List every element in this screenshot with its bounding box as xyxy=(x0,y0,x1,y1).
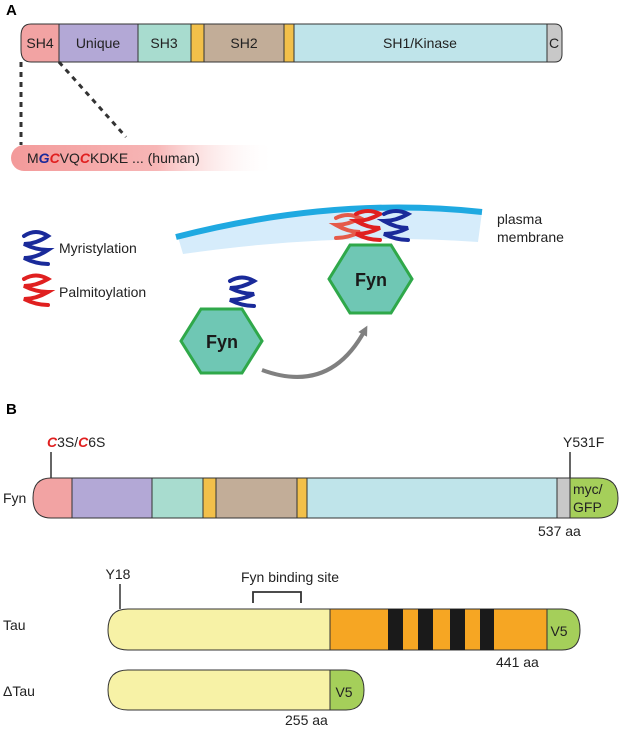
fyn-c-terminal xyxy=(556,477,571,519)
fyn-unique-domain xyxy=(71,477,153,519)
sh3-domain xyxy=(137,23,192,63)
fyn-hexagon-membrane: Fyn xyxy=(327,243,414,315)
fyn-sh2-domain xyxy=(215,477,298,519)
myristyl-anchor-membrane xyxy=(376,209,413,242)
kinase-domain xyxy=(293,23,548,63)
tag-label-line-2: GFP xyxy=(573,499,602,515)
seq-g: G xyxy=(39,150,50,166)
sh4-domain xyxy=(20,23,60,63)
fyn-sh3-domain xyxy=(151,477,204,519)
fyn-linker-2 xyxy=(296,477,308,519)
membrane-label-2: membrane xyxy=(497,229,564,245)
tau-v5-label: V5 xyxy=(550,623,567,639)
fyn-linker-1 xyxy=(202,477,217,519)
seq-c1: C xyxy=(50,150,61,166)
tau-length-label: 441 aa xyxy=(496,654,539,670)
fyn-label-membrane: Fyn xyxy=(355,270,387,290)
kinase-label: SH1/Kinase xyxy=(383,35,457,51)
seq-rest: KDKE ... (human) xyxy=(90,150,200,166)
fyn-sh4-domain xyxy=(32,477,73,519)
translocation-arrow xyxy=(261,325,368,379)
zoom-line-right xyxy=(57,61,128,138)
fyn-hexagon-cytosolic: Fyn xyxy=(179,307,264,375)
mutation-right-label: Y531F xyxy=(563,434,604,450)
c-terminal-label: C xyxy=(549,35,559,51)
tau-n-terminal-region xyxy=(107,608,331,651)
dtau-v5-label: V5 xyxy=(335,684,352,700)
tau-repeat-stripe-2 xyxy=(418,609,433,650)
tau-v5-tag xyxy=(546,608,581,651)
fyn-domain-diagram: SH4 Unique SH3 SH2 SH1/Kinase C xyxy=(20,23,563,63)
sequence-bar: MGCVQCKDKE ... (human) xyxy=(11,145,276,171)
sh2-label: SH2 xyxy=(230,35,257,51)
unique-domain xyxy=(58,23,139,63)
seq-c2: C xyxy=(80,150,91,166)
membrane-body xyxy=(178,208,482,254)
fyn-kinase-domain xyxy=(306,477,558,519)
dtau-row-label: ΔTau xyxy=(3,683,35,699)
tau-repeat-stripe-1 xyxy=(388,609,403,650)
svg-text:MGCVQCKDKE ... (human): MGCVQCKDKE ... (human) xyxy=(27,150,200,166)
linker-1 xyxy=(190,23,205,63)
tau-repeat-stripe-3 xyxy=(450,609,465,650)
panel-b-label: B xyxy=(6,401,17,418)
unique-label: Unique xyxy=(76,35,121,51)
membrane-label-1: plasma xyxy=(497,211,542,227)
binding-site-label: Fyn binding site xyxy=(241,569,339,585)
sh3-label: SH3 xyxy=(150,35,177,51)
myristyl-anchor-cytosolic xyxy=(228,275,258,308)
myc-gfp-tag xyxy=(569,477,619,519)
mutation-left-label: C3S/C6S xyxy=(47,434,105,450)
myristylation-icon xyxy=(22,230,55,266)
plasma-membrane: plasma membrane xyxy=(175,204,564,254)
y18-label: Y18 xyxy=(106,566,131,582)
fyn-length-label: 537 aa xyxy=(538,523,581,539)
sh4-label: SH4 xyxy=(26,35,53,51)
dtau-length-label: 255 aa xyxy=(285,712,328,728)
dtau-construct: V5 xyxy=(107,669,365,711)
seq-mid: VQ xyxy=(60,150,80,166)
fyn-label-cytosolic: Fyn xyxy=(206,332,238,352)
palmitoyl-anchor-2 xyxy=(348,209,385,242)
c-terminal-domain xyxy=(546,23,563,63)
fyn-row-label: Fyn xyxy=(3,490,26,506)
seq-m: M xyxy=(27,150,39,166)
myristylation-label: Myristylation xyxy=(59,240,137,256)
tau-repeat-region xyxy=(329,608,548,651)
membrane-top xyxy=(175,204,483,240)
palmitoyl-anchor-1 xyxy=(328,213,365,240)
fyn-construct: myc/ GFP xyxy=(32,477,619,519)
tau-repeat-stripe-4 xyxy=(480,609,494,650)
sh2-domain xyxy=(203,23,285,63)
palmitoylation-label: Palmitoylation xyxy=(59,284,146,300)
legend: Myristylation Palmitoylation xyxy=(22,230,146,307)
tau-construct: V5 xyxy=(107,608,581,651)
membrane-lipid-anchors xyxy=(328,209,413,242)
dtau-n-terminal-region xyxy=(107,669,331,711)
tau-row-label: Tau xyxy=(3,617,26,633)
panel-a-label: A xyxy=(6,2,17,19)
dtau-v5-tag xyxy=(329,669,365,711)
palmitoylation-icon xyxy=(22,273,56,307)
tag-label-line-1: myc/ xyxy=(573,481,603,497)
linker-2 xyxy=(283,23,295,63)
binding-site-bracket xyxy=(252,591,302,603)
